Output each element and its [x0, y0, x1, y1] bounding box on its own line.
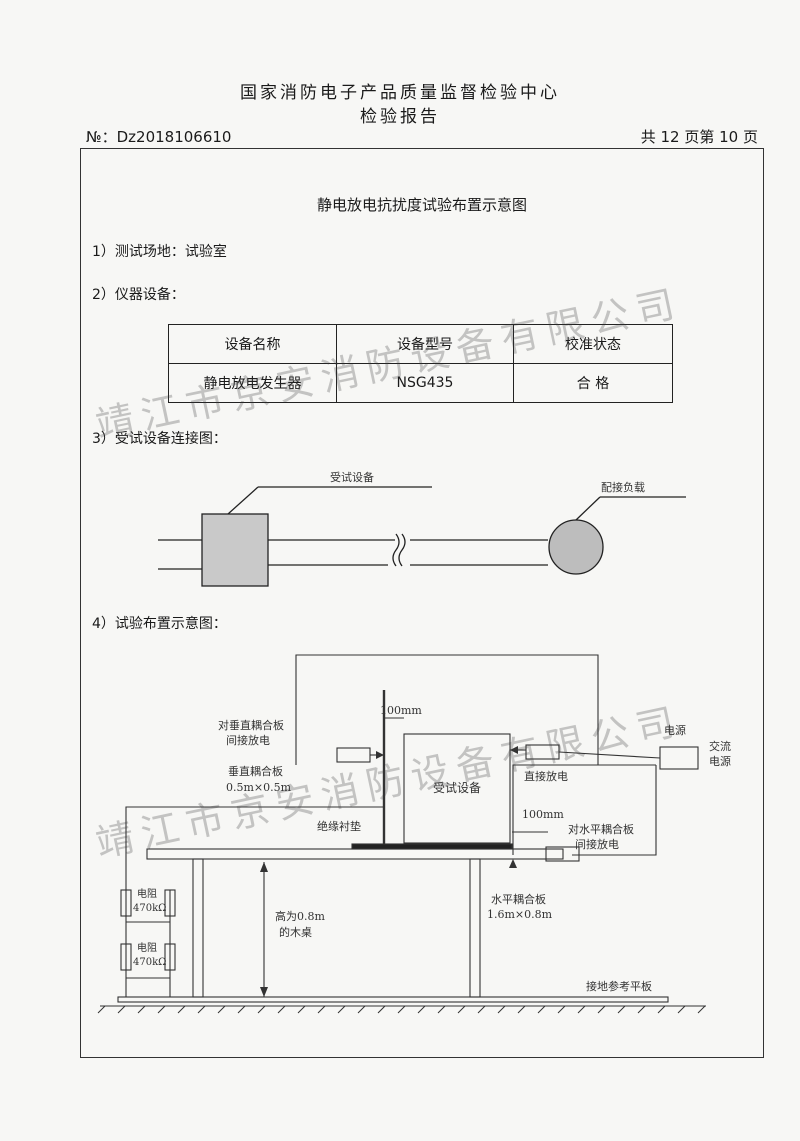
label-resistor-2: 电阻 470kΩ — [133, 941, 166, 968]
label-horizontal-plate: 水平耦合板 1.6m×0.8m — [487, 892, 553, 921]
organization-name: 国家消防电子产品质量监督检验中心 — [240, 83, 560, 103]
section-connection-diagram: 3）受试设备连接图： — [92, 431, 227, 447]
table-row: 静电放电发生器 NSG435 合 格 — [168, 363, 673, 403]
label-horizontal-plate-indirect: 对水平耦合板 间接放电 — [568, 822, 638, 851]
table-cell: 静电放电发生器 — [168, 363, 337, 403]
table-cell: NSG435 — [336, 363, 514, 403]
diagram-main-title: 静电放电抗扰度试验布置示意图 — [316, 196, 527, 214]
section-test-site: 1）测试场地：试验室 — [92, 244, 227, 260]
eut-box — [201, 513, 269, 587]
label-table-desc: 高为0.8m 的木桌 — [275, 909, 328, 939]
report-title: 检验报告 — [360, 107, 440, 127]
label-insulation-pad: 绝缘衬垫 — [317, 819, 361, 833]
label-vertical-plate: 垂直耦合板 0.5m×0.5m — [226, 764, 292, 794]
label-spacing-top: 100mm — [380, 704, 422, 717]
section-equipment: 2）仪器设备： — [92, 287, 185, 303]
label-eut: 受试设备 — [433, 780, 481, 795]
equipment-table: 设备名称 设备型号 校准状态 静电放电发生器 NSG435 合 格 — [168, 324, 673, 403]
label-direct-discharge: 直接放电 — [524, 769, 568, 783]
page-info: 共 12 页第 10 页 — [640, 128, 758, 146]
label-spacing-side: 100mm — [522, 808, 564, 821]
label-ground-plane: 接地参考平板 — [586, 979, 652, 993]
load-label: 配接负载 — [601, 480, 645, 494]
arrows — [260, 746, 518, 997]
ground-hatch — [97, 1005, 706, 1014]
content-frame — [80, 148, 764, 1058]
table-cell: 合 格 — [513, 363, 673, 403]
connection-diagram — [158, 486, 686, 587]
label-resistor-1: 电阻 470kΩ — [133, 887, 166, 914]
table-header-cell: 校准状态 — [513, 324, 673, 364]
report-number: №：Dz2018106610 — [86, 128, 232, 146]
table-header-cell: 设备型号 — [336, 324, 514, 364]
label-power-supply: 电源 — [664, 723, 686, 737]
section-test-layout: 4）试验布置示意图： — [92, 616, 227, 632]
load-circle — [548, 519, 604, 575]
eut-label: 受试设备 — [330, 470, 374, 484]
label-ac-power: 交流 电源 — [709, 739, 735, 768]
layout-diagram — [100, 654, 706, 1007]
label-vertical-plate-indirect: 对垂直耦合板 间接放电 — [218, 718, 288, 747]
